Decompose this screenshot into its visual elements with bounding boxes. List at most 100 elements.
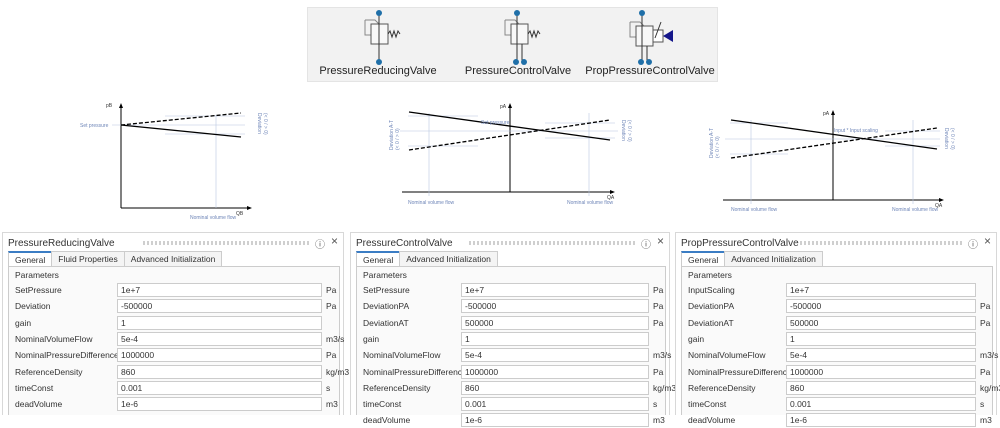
- characteristic-dashed: [730, 127, 938, 159]
- x-axis-label: QA: [607, 195, 615, 201]
- parameter-input[interactable]: 0.001: [786, 397, 976, 412]
- parameter-label: NominalVolumeFlow: [363, 350, 441, 361]
- deviation-at-sub: (< 0 / > 0): [715, 136, 721, 158]
- y-arrow: [508, 103, 512, 108]
- pressure-control-valve-icon: [504, 10, 541, 65]
- drag-handle[interactable]: [469, 241, 635, 245]
- parameter-input[interactable]: 1e+7: [117, 283, 322, 297]
- set-value-label: Input * Input scaling: [834, 128, 878, 134]
- characteristic-solid: [120, 124, 242, 138]
- tab-advanced-initialization[interactable]: Advanced Initialization: [724, 251, 823, 266]
- parameter-input[interactable]: -500000: [117, 299, 322, 314]
- parameter-row: NominalVolumeFlow 5e-4 m3/s: [15, 331, 344, 347]
- parameter-row: DeviationAT 500000 Pa: [363, 315, 665, 331]
- pressure-control-diagram: pA QA Set pressure Nominal volume flow N…: [389, 103, 632, 206]
- parameter-unit: m3/s: [326, 333, 345, 344]
- parameter-row: NominalPressureDifference 1000000 Pa: [363, 364, 665, 380]
- parameter-input[interactable]: 0.001: [117, 380, 322, 395]
- parameter-input[interactable]: 1e+7: [461, 283, 649, 297]
- parameter-input[interactable]: 860: [117, 364, 322, 379]
- parameter-input[interactable]: -500000: [786, 299, 976, 314]
- parameter-input[interactable]: 5e-4: [117, 331, 322, 346]
- parameter-input[interactable]: 1000000: [786, 364, 976, 379]
- drag-handle[interactable]: [143, 241, 309, 245]
- parameter-unit: Pa: [980, 317, 991, 328]
- parameter-unit: s: [980, 399, 985, 410]
- characteristic-solid: [730, 119, 938, 150]
- parameter-input[interactable]: 1000000: [461, 364, 649, 379]
- help-icon[interactable]: ⓘ: [968, 240, 978, 251]
- parameter-input[interactable]: 1e-6: [461, 413, 649, 428]
- parameter-row: DeviationPA -500000 Pa: [363, 298, 665, 314]
- parameter-unit: kg/m3: [980, 382, 1000, 393]
- characteristic-solid: [408, 111, 611, 141]
- parameter-input[interactable]: 500000: [461, 315, 649, 330]
- parameter-input[interactable]: 1e-6: [786, 413, 976, 428]
- close-icon[interactable]: ×: [656, 234, 664, 248]
- parameter-input[interactable]: 860: [786, 380, 976, 395]
- parameter-input[interactable]: -500000: [461, 299, 649, 314]
- parameter-unit: m3: [326, 399, 338, 410]
- parameter-label: deadVolume: [363, 415, 411, 426]
- close-icon[interactable]: ×: [330, 234, 338, 248]
- component-pressure-control-valve[interactable]: PressureControlValve: [448, 8, 588, 83]
- parameter-input[interactable]: 0.001: [461, 397, 649, 412]
- deviation-sub: (< 0 / > 0): [626, 120, 632, 142]
- component-prop-pressure-control-valve[interactable]: PropPressureControlValve: [580, 8, 720, 83]
- parameter-input[interactable]: 1: [786, 331, 976, 346]
- parameter-row: DeviationPA -500000 Pa: [688, 298, 992, 314]
- parameter-input[interactable]: 1: [461, 331, 649, 346]
- prop-pressure-control-diagram: pA QA Input * Input scaling Nominal volu…: [709, 110, 955, 213]
- parameter-unit: Pa: [653, 366, 664, 377]
- component-pressure-reducing-valve[interactable]: PressureReducingValve: [308, 8, 448, 83]
- tab-fluid-properties[interactable]: Fluid Properties: [51, 251, 125, 266]
- help-icon[interactable]: ⓘ: [315, 240, 325, 251]
- parameter-input[interactable]: 5e-4: [786, 348, 976, 363]
- parameter-label: gain: [363, 333, 380, 344]
- parameter-unit: Pa: [326, 285, 337, 295]
- help-icon[interactable]: ⓘ: [641, 240, 651, 251]
- pressure-reducing-diagram: pB QB Set pressure Nominal volume flow D…: [80, 103, 268, 221]
- parameter-input[interactable]: 1e-6: [117, 397, 322, 412]
- parameter-input[interactable]: 1: [117, 315, 322, 330]
- tab-general[interactable]: General: [356, 251, 401, 266]
- parameter-row: NominalPressureDifference 1000000 Pa: [15, 347, 339, 363]
- parameter-row: gain 1: [15, 315, 339, 331]
- deviation-at-label: Deviation A-T: [389, 120, 395, 150]
- tab-general[interactable]: General: [8, 251, 53, 266]
- y-axis-label: pA: [823, 111, 830, 117]
- parameter-input[interactable]: 1000000: [117, 348, 322, 363]
- drag-handle[interactable]: [800, 241, 962, 245]
- tab-advanced-initialization[interactable]: Advanced Initialization: [123, 251, 223, 266]
- parameter-row: NominalVolumeFlow 5e-4 m3/s: [688, 347, 998, 363]
- parameter-unit: Pa: [980, 366, 991, 377]
- x-axis-label: QA: [935, 203, 943, 209]
- parameter-row: deadVolume 1e-6 m3: [15, 396, 339, 412]
- nominal-flow-label-right: Nominal volume flow: [567, 200, 614, 206]
- parameter-row: gain 1: [688, 331, 992, 347]
- parameter-row: NominalVolumeFlow 5e-4 m3/s: [363, 347, 671, 363]
- parameter-input[interactable]: 500000: [786, 315, 976, 330]
- deviation-label: Deviation: [256, 113, 262, 134]
- parameter-label: DeviationAT: [363, 317, 409, 328]
- parameters-body: Parameters InputScaling 1e+7 DeviationPA…: [681, 266, 1000, 428]
- parameter-label: InputScaling: [688, 285, 735, 295]
- prop-pressure-control-valve-icon: [629, 10, 673, 65]
- close-icon[interactable]: ×: [983, 234, 991, 248]
- x-arrow: [247, 206, 252, 210]
- parameter-label: timeConst: [688, 399, 727, 410]
- parameter-row: Deviation -500000 Pa: [15, 298, 339, 314]
- tab-general[interactable]: General: [681, 251, 726, 266]
- nominal-flow-label: Nominal volume flow: [190, 215, 237, 221]
- tab-advanced-initialization[interactable]: Advanced Initialization: [399, 251, 498, 266]
- parameter-input[interactable]: 5e-4: [461, 348, 649, 363]
- parameter-unit: m3/s: [980, 350, 999, 361]
- parameter-input[interactable]: 860: [461, 380, 649, 395]
- deviation-at-label: Deviation A-T: [709, 128, 715, 158]
- parameter-label: ReferenceDensity: [688, 382, 756, 393]
- parameter-input[interactable]: 1e+7: [786, 283, 976, 297]
- set-pressure-label: Set pressure: [481, 120, 510, 126]
- parameter-label: NominalPressureDifference: [15, 350, 119, 361]
- parameter-unit: Pa: [653, 301, 664, 312]
